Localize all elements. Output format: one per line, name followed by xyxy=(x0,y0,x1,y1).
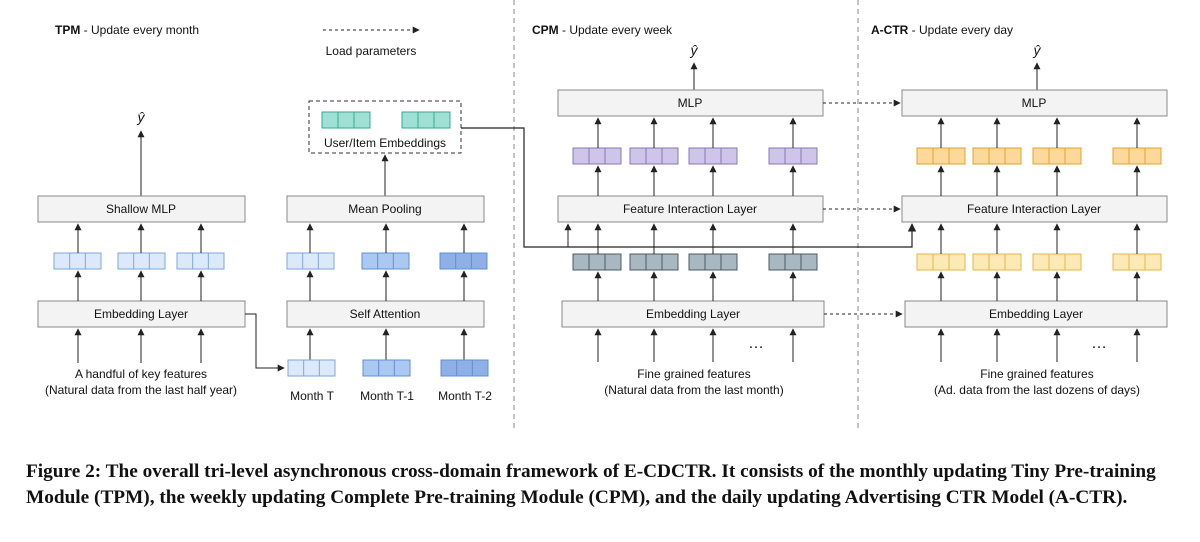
month-t-label: Month T xyxy=(290,389,334,403)
mean-pooling-label: Mean Pooling xyxy=(348,202,421,216)
tpm-embedding-layer-box xyxy=(37,300,246,328)
cpm-embedding-layer-box xyxy=(561,300,825,328)
actr-interaction-vector-1 xyxy=(916,147,966,165)
user-item-embedding-vectors xyxy=(321,111,451,129)
actr-interaction-vector-3 xyxy=(1032,147,1082,165)
framework-diagram: Load parameters TPM - Update every month… xyxy=(37,0,1168,432)
cpm-embedding-vector-1 xyxy=(572,253,622,271)
attention-flow-arrows xyxy=(306,223,468,360)
tpm-input-line2: (Natural data from the last half year) xyxy=(45,383,237,397)
item-embedding-vector xyxy=(401,111,451,129)
month-t2-label: Month T-2 xyxy=(438,389,492,403)
actr-input-line1: Fine grained features xyxy=(980,367,1093,381)
actr-interaction-vector-2 xyxy=(972,147,1022,165)
cpm-embedding-vector-4 xyxy=(768,253,818,271)
actr-embedding-vector-1 xyxy=(916,253,966,271)
tpm-embedding-vector-2 xyxy=(117,252,166,270)
tpm-input-line1: A handful of key features xyxy=(75,367,207,381)
legend-label: Load parameters xyxy=(326,44,417,58)
user-item-embeddings-frame xyxy=(308,100,462,154)
cpm-output-label: ŷ xyxy=(690,42,699,58)
tpm-embedding-layer-label: Embedding Layer xyxy=(94,307,188,321)
attention-output-vectors xyxy=(286,252,488,270)
actr-interaction-vector-4 xyxy=(1112,147,1162,165)
actr-mlp-box xyxy=(901,89,1168,117)
tpm-flow-arrows xyxy=(74,223,205,363)
tpm-embedding-vectors xyxy=(53,252,225,270)
month-input-vector-1 xyxy=(287,359,336,377)
month-t1-label: Month T-1 xyxy=(360,389,414,403)
cpm-interaction-vector-3 xyxy=(688,147,738,165)
cpm-input-line2: (Natural data from the last month) xyxy=(604,383,783,397)
actr-output-label: ŷ xyxy=(1033,42,1042,58)
cpm-embedding-vector-2 xyxy=(629,253,679,271)
user-embedding-vector xyxy=(321,111,371,129)
shallow-mlp-label: Shallow MLP xyxy=(106,202,176,216)
load-embeddings-line xyxy=(461,127,917,248)
cpm-mlp-label: MLP xyxy=(678,96,703,110)
cpm-feature-interaction-box xyxy=(557,195,824,223)
cpm-embedding-layer-label: Embedding Layer xyxy=(646,307,740,321)
tpm-embedding-vector-3 xyxy=(176,252,225,270)
tpm-output-label: ŷ xyxy=(137,109,146,125)
tpm-elbow-arrow xyxy=(245,313,285,372)
cpm-flow-arrows xyxy=(594,117,797,362)
cpm-vectors xyxy=(572,147,818,271)
cpm-title: CPM - Update every week xyxy=(532,23,673,37)
actr-embedding-layer-box xyxy=(904,300,1168,328)
attention-output-vector-2 xyxy=(361,252,410,270)
cpm-feature-interaction-label: Feature Interaction Layer xyxy=(623,202,757,216)
cpm-interaction-vector-4 xyxy=(768,147,818,165)
month-input-vector-3 xyxy=(440,359,489,377)
actr-embedding-vector-4 xyxy=(1112,253,1162,271)
cpm-input-line1: Fine grained features xyxy=(637,367,750,381)
cpm-embedding-vector-3 xyxy=(688,253,738,271)
actr-feature-interaction-label: Feature Interaction Layer xyxy=(967,202,1101,216)
cpm-interaction-vector-1 xyxy=(572,147,622,165)
actr-input-line2: (Ad. data from the last dozens of days) xyxy=(934,383,1140,397)
actr-vectors xyxy=(916,147,1162,271)
cpm-interaction-vector-2 xyxy=(629,147,679,165)
actr-feature-interaction-box xyxy=(901,195,1168,223)
cpm-mlp-box xyxy=(557,89,824,117)
user-item-embeddings-label: User/Item Embeddings xyxy=(324,136,446,150)
actr-ellipsis: … xyxy=(1091,335,1107,352)
month-input-vectors xyxy=(287,359,489,377)
mean-pooling-box xyxy=(286,195,485,223)
cpm-ellipsis: … xyxy=(748,335,764,352)
attention-output-vector-3 xyxy=(439,252,488,270)
tpm-title: TPM - Update every month xyxy=(55,23,199,37)
self-attention-box xyxy=(286,300,485,328)
actr-title: A-CTR - Update every day xyxy=(871,23,1013,37)
actr-flow-arrows xyxy=(937,117,1141,362)
actr-embedding-vector-2 xyxy=(972,253,1022,271)
attention-output-vector-1 xyxy=(286,252,335,270)
actr-mlp-label: MLP xyxy=(1022,96,1047,110)
actr-embedding-vector-3 xyxy=(1032,253,1082,271)
actr-embedding-layer-label: Embedding Layer xyxy=(989,307,1083,321)
self-attention-label: Self Attention xyxy=(350,307,421,321)
shallow-mlp-box xyxy=(37,195,246,223)
figure-caption: Figure 2: The overall tri-level asynchro… xyxy=(26,461,1156,508)
tpm-embedding-vector-1 xyxy=(53,252,102,270)
month-input-vector-2 xyxy=(362,359,411,377)
